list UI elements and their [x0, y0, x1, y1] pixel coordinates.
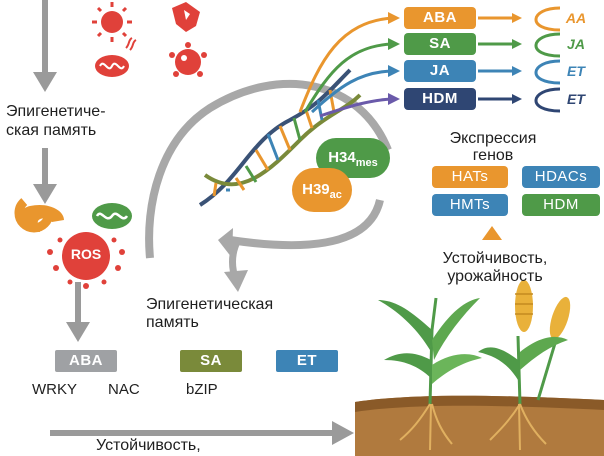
rock-icon	[172, 2, 200, 32]
center-memory-label: Эпигенетическая память	[146, 296, 346, 332]
histone-h39-sub: ac	[330, 189, 342, 201]
tf-nac: NAC	[108, 381, 140, 398]
outcome-et-1: ET	[556, 63, 596, 79]
enzyme-hmts: HMTs	[432, 194, 508, 216]
expression-title: Экспрессия генов	[428, 130, 558, 164]
outcome-aa: AA	[556, 10, 596, 26]
soil	[355, 396, 604, 456]
marker-sa: SA	[180, 350, 242, 372]
sun-icon	[92, 2, 132, 42]
green-mitochondria-icon	[92, 203, 132, 229]
left-memory-label: Эпигенетиче- ская память	[6, 102, 186, 140]
outcome-et-2: ET	[556, 91, 596, 107]
tf-bzip: bZIP	[186, 381, 218, 398]
enzyme-hdm: HDM	[522, 194, 600, 216]
mitochondria-icon	[95, 38, 136, 77]
marker-aba: ABA	[55, 350, 117, 372]
pathway-hdm: HDM	[404, 88, 476, 110]
enzyme-hdacs: HDACs	[522, 166, 600, 188]
pathway-aba: ABA	[404, 7, 476, 29]
pathway-ja: JA	[404, 60, 476, 82]
pathway-sa: SA	[404, 33, 476, 55]
histone-h39-label: H39	[302, 181, 330, 198]
outcome-label: Устойчивость, урожайность	[410, 250, 580, 286]
ros-label: ROS	[64, 246, 108, 262]
bottom-resistance-label: Устойчивость,	[96, 436, 201, 455]
orange-cell-icon	[19, 198, 64, 232]
pathogen-icon	[169, 42, 207, 77]
histone-h34-label: H34	[328, 149, 356, 166]
outcome-ja: JA	[556, 36, 596, 52]
up-arrow-orange	[482, 226, 502, 240]
enzyme-hats: HATs	[432, 166, 508, 188]
tf-wrky: WRKY	[32, 381, 77, 398]
histone-h34-sub: mes	[356, 157, 378, 169]
histone-mark-h39: H39ac	[292, 168, 352, 212]
marker-et: ET	[276, 350, 338, 372]
